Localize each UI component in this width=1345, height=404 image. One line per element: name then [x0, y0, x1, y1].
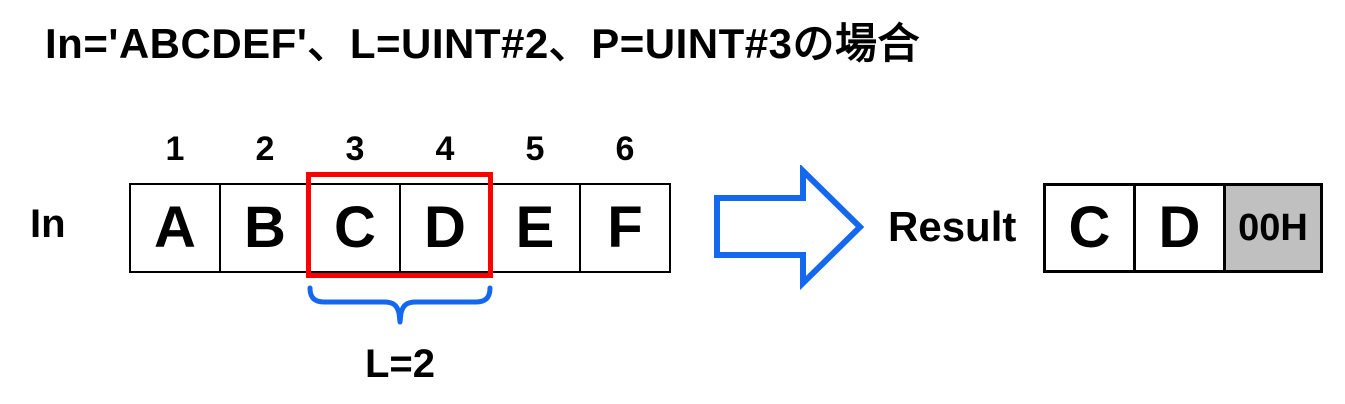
input-index: 5	[525, 130, 545, 168]
page-title: In='ABCDEF'、L=UINT#2、P=UINT#3の場合	[45, 20, 920, 67]
length-brace-icon	[307, 285, 493, 325]
input-cell: D	[399, 183, 491, 273]
right-arrow-shape	[714, 165, 865, 291]
result-label: Result	[888, 203, 1017, 250]
input-index: 2	[255, 130, 275, 168]
result-cell-row: C D 00H	[1043, 183, 1323, 273]
input-index: 4	[435, 130, 455, 168]
input-index: 3	[345, 130, 365, 168]
length-brace-path	[307, 285, 493, 325]
input-label: In	[30, 202, 66, 246]
result-cell: D	[1133, 183, 1226, 273]
input-cell: F	[579, 183, 671, 273]
result-padding-cell: 00H	[1223, 183, 1323, 273]
substring-highlight-box	[306, 172, 493, 278]
input-index-row: 1 2 3 4 5 6	[129, 130, 671, 168]
length-label: L=2	[364, 342, 436, 386]
input-cell: A	[129, 183, 221, 273]
right-arrow-icon	[714, 165, 865, 291]
input-cell-row: A B C D E F	[129, 183, 671, 273]
input-index: 6	[615, 130, 635, 168]
result-cell: C	[1043, 183, 1136, 273]
input-cell: B	[219, 183, 311, 273]
input-index: 1	[165, 130, 185, 168]
input-cell: E	[489, 183, 581, 273]
